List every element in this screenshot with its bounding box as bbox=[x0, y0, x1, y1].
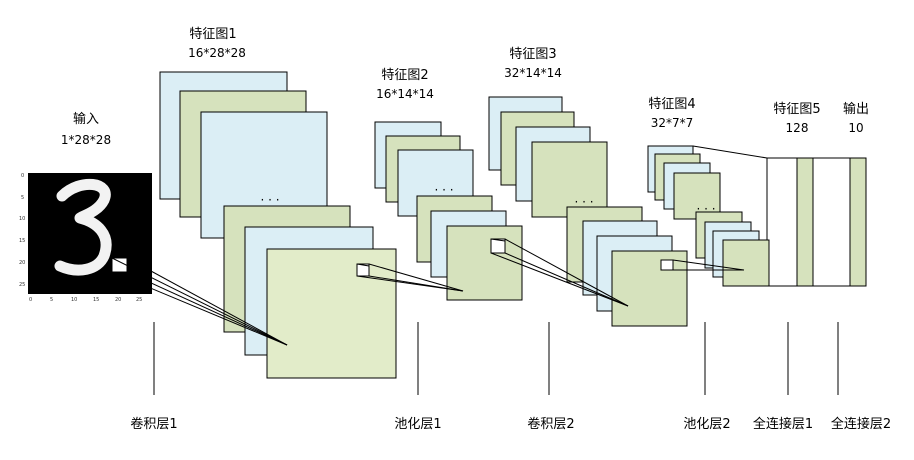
input-x-tick: 5 bbox=[50, 297, 53, 303]
output-size: 10 bbox=[848, 121, 863, 135]
ellipsis: · · · bbox=[574, 195, 593, 209]
input-x-tick: 0 bbox=[29, 297, 32, 303]
input-title: 输入 bbox=[73, 111, 99, 127]
projection-line bbox=[126, 271, 288, 346]
projection-line bbox=[126, 257, 288, 346]
projection-line bbox=[111, 257, 288, 346]
output-title: 输出 bbox=[843, 101, 869, 117]
feature-map-2-size: 16*14*14 bbox=[376, 87, 434, 101]
pool1-receptive-field bbox=[356, 263, 464, 292]
ellipsis: · · · bbox=[434, 183, 453, 197]
digit-stroke bbox=[54, 178, 112, 276]
input-x-tick: 20 bbox=[115, 297, 121, 303]
fully-connected-section bbox=[692, 145, 867, 287]
input-receptive-field bbox=[111, 257, 128, 273]
feature-map-sheet bbox=[531, 141, 608, 218]
input-y-tick: 25 bbox=[19, 282, 25, 288]
feature-map-2-title: 特征图2 bbox=[381, 68, 428, 83]
ellipsis: · · · bbox=[260, 193, 279, 207]
feature-map-1-stack: · · · bbox=[159, 71, 397, 379]
layer-label-conv1: 卷积层1 bbox=[130, 416, 177, 432]
feature-map-5-title: 特征图5 bbox=[773, 102, 820, 117]
feature-map-1-title: 特征图1 bbox=[189, 27, 236, 42]
conv2-receptive-field bbox=[490, 238, 629, 307]
feature-map-sheet bbox=[266, 248, 397, 379]
layer-label-fc1: 全连接层1 bbox=[753, 416, 813, 432]
feature-map-sheet bbox=[611, 250, 688, 327]
pool2-receptive-field bbox=[660, 259, 745, 271]
feature-map-4-stack: · · · bbox=[647, 145, 770, 287]
input-y-tick: 5 bbox=[21, 195, 24, 201]
input-image-canvas bbox=[28, 173, 152, 294]
input-x-tick: 25 bbox=[136, 297, 142, 303]
input-y-tick: 20 bbox=[19, 260, 25, 266]
input-x-tick: 15 bbox=[93, 297, 99, 303]
layer-label-fc2: 全连接层2 bbox=[831, 416, 891, 432]
feature-map-sheet bbox=[446, 225, 523, 301]
layer-label-conv2: 卷积层2 bbox=[527, 416, 574, 432]
feature-map-sheet bbox=[722, 239, 770, 287]
input-y-tick: 0 bbox=[21, 173, 24, 179]
fc-vector-128 bbox=[796, 157, 814, 287]
feature-map-3-title: 特征图3 bbox=[509, 47, 556, 62]
feature-map-4-size: 32*7*7 bbox=[651, 116, 694, 130]
input-y-tick: 10 bbox=[19, 216, 25, 222]
input-x-tick: 10 bbox=[71, 297, 77, 303]
feature-map-1-size: 16*28*28 bbox=[188, 46, 246, 60]
fc-vector-10 bbox=[849, 157, 867, 287]
feature-map-4-title: 特征图4 bbox=[648, 97, 695, 112]
layer-label-pool2: 池化层2 bbox=[683, 417, 730, 432]
feature-map-5-size: 128 bbox=[786, 121, 809, 135]
input-size: 1*28*28 bbox=[61, 133, 111, 147]
projection-line bbox=[111, 271, 288, 346]
feature-map-sheet bbox=[673, 172, 721, 220]
feature-map-3-size: 32*14*14 bbox=[504, 66, 562, 80]
layer-label-pool1: 池化层1 bbox=[394, 417, 441, 432]
input-y-tick: 15 bbox=[19, 238, 25, 244]
input-image: 0 5 10 15 20 25 0 5 10 15 20 25 bbox=[19, 173, 152, 303]
feature-map-2-stack: · · · bbox=[374, 121, 523, 301]
feature-map-3-stack: · · · bbox=[488, 96, 688, 327]
